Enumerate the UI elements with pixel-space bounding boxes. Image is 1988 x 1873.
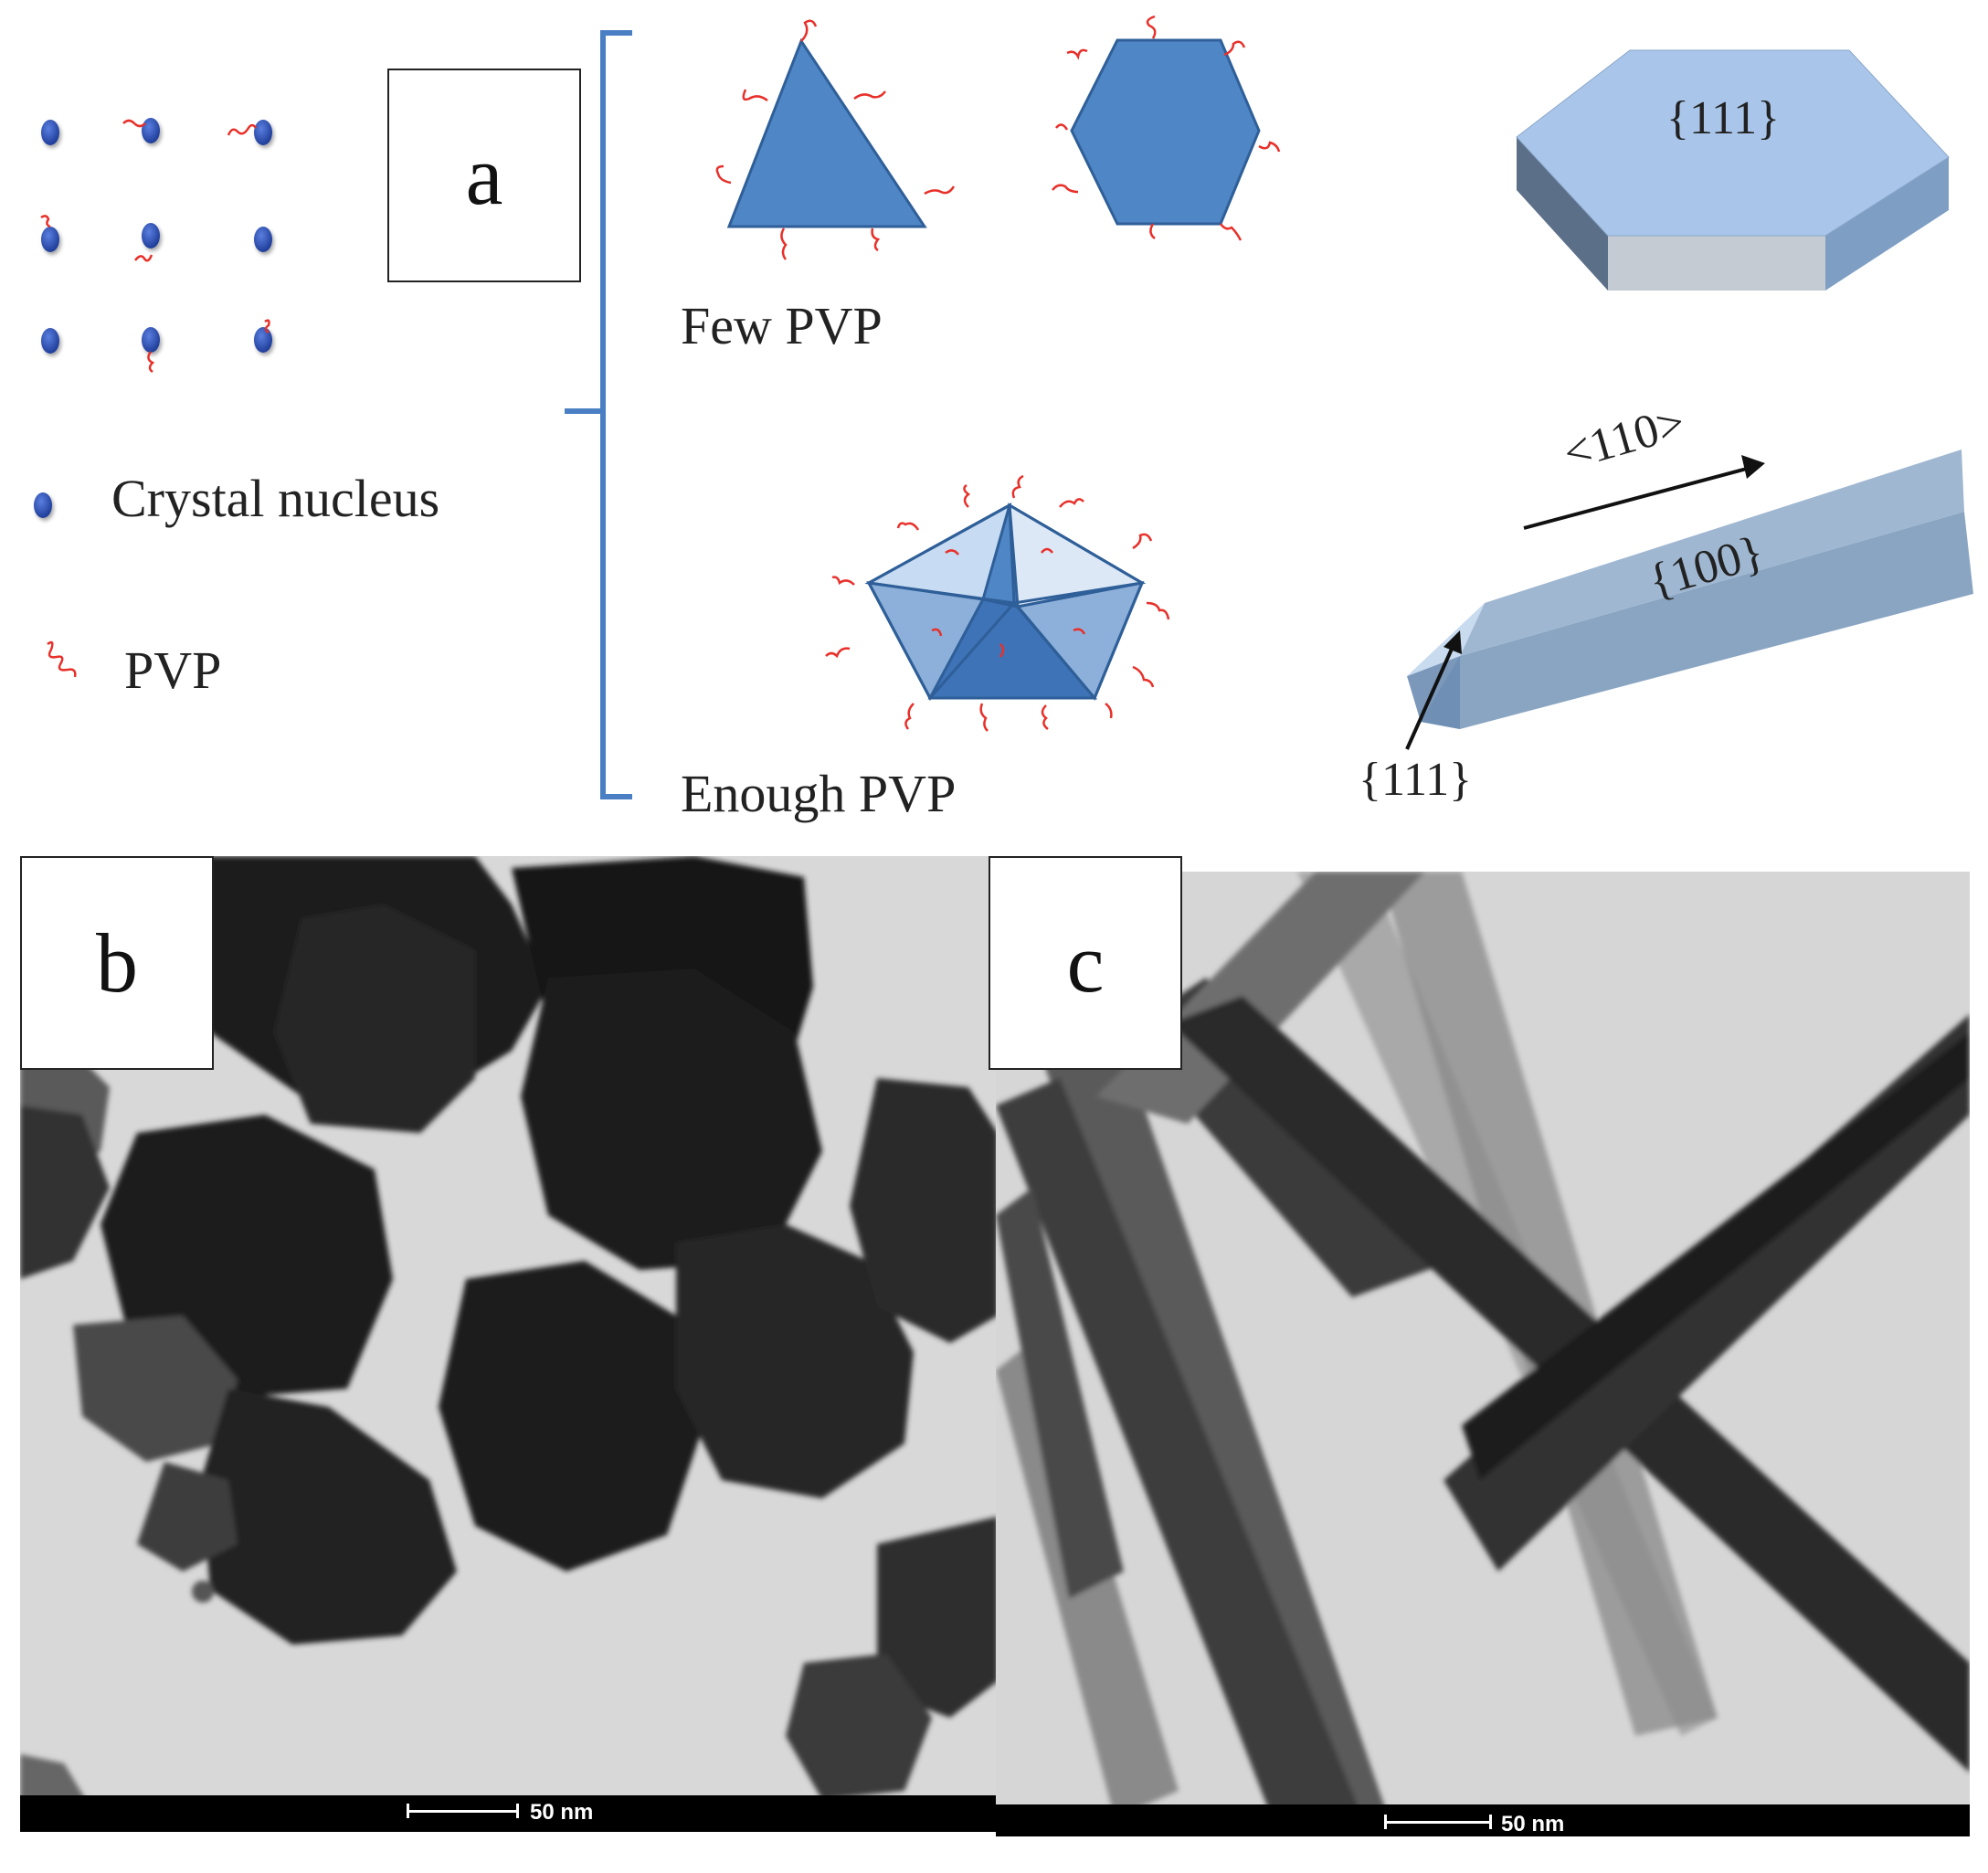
nanorod-crystal: [1407, 450, 1973, 729]
nucleus-grid: [40, 118, 272, 374]
rod-end-facet-label: {111}: [1359, 754, 1473, 806]
crystal-nucleus-icon: [142, 118, 160, 143]
few-pvp-label: Few PVP: [681, 296, 883, 355]
panel-b-scalebar-strip: [20, 1795, 998, 1832]
crystal-nucleus-icon: [254, 227, 272, 252]
crystal-nucleus-icon: [254, 327, 272, 353]
crystal-nucleus-icon: [41, 120, 59, 145]
pvp-icon: [147, 351, 155, 374]
triangle-crystal: [715, 19, 956, 260]
crystal-nucleus-icon: [142, 223, 160, 249]
end-facet-arrow: [1405, 630, 1462, 750]
panel-b-label-text: b: [96, 916, 138, 1010]
crystal-nucleus-icon: [41, 328, 59, 354]
legend-nucleus-label: Crystal nucleus: [111, 469, 440, 528]
panel-c-scalebar-strip: [996, 1804, 1970, 1836]
bracket: [565, 30, 632, 799]
panel-a-label: a: [387, 69, 581, 282]
hexagon-crystal: [1052, 15, 1281, 241]
panel-a-label-text: a: [465, 129, 503, 222]
hexagonal-plate-crystal: [1516, 49, 1950, 291]
panel-b-scale-text: 50 nm: [530, 1800, 594, 1825]
direction-arrow: [1523, 455, 1765, 530]
pvp-icon: [40, 215, 51, 228]
panel-a-graphics: [34, 15, 1973, 799]
pvp-icon: [134, 254, 153, 262]
pvp-icon: [227, 123, 258, 136]
plate-facet-label: {111}: [1666, 92, 1781, 144]
panel-c-label: c: [989, 856, 1182, 1070]
panel-c-scale-text: 50 nm: [1501, 1812, 1565, 1836]
pvp-icon: [264, 319, 270, 334]
crystal-nucleus-icon: [142, 327, 160, 353]
crystal-nucleus-icon: [41, 227, 59, 252]
panel-b-label: b: [20, 856, 214, 1070]
legend-pvp-label: PVP: [124, 640, 222, 700]
legend-pvp-icon: [47, 640, 77, 678]
pentagon-decahedron: [825, 474, 1170, 732]
pvp-icon: [122, 119, 146, 128]
enough-pvp-label: Enough PVP: [681, 764, 957, 823]
panel-c-label-text: c: [1066, 916, 1105, 1010]
crystal-nucleus-icon: [254, 120, 272, 145]
legend-nucleus-icon: [34, 492, 52, 518]
